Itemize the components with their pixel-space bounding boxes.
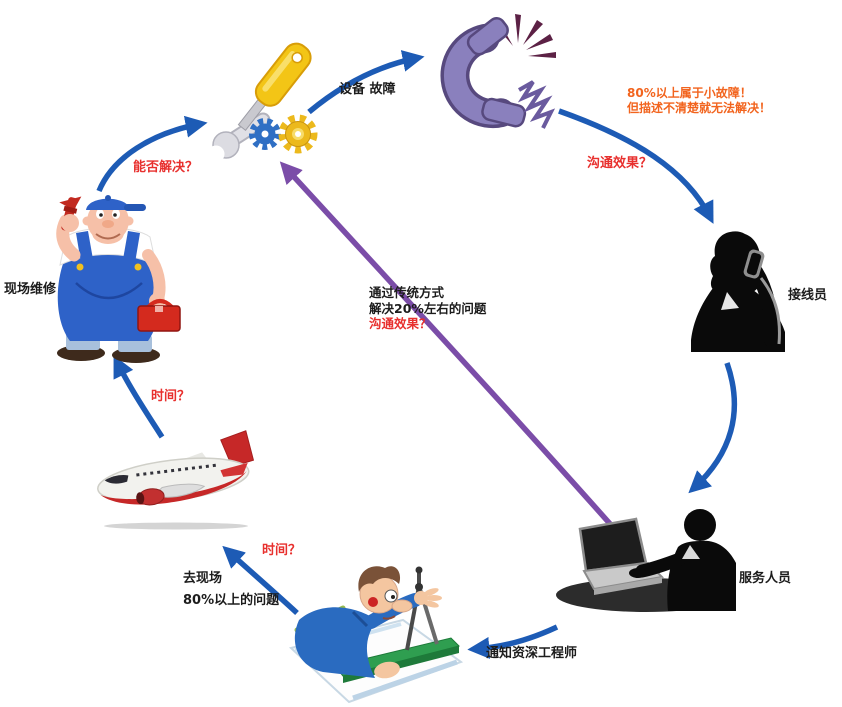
airplane-icon	[97, 430, 255, 530]
label-traditional-block: 通过传统方式 解决20%左右的问题 沟通效果？	[369, 285, 486, 332]
engineer-drafting-icon	[288, 566, 464, 704]
arrow-airplane-to-repairman	[113, 355, 165, 439]
label-minor-fault-line1: 80%以上属于小故障！	[627, 86, 752, 100]
repairman-icon	[56, 195, 181, 363]
label-service-person: 服务人员	[739, 571, 792, 586]
label-field-repair: 现场维修	[4, 282, 57, 297]
label-time-left: 时间？	[151, 389, 191, 404]
label-go-site-line1: 去现场	[183, 571, 223, 586]
label-go-site-line2: 80%以上的问题	[183, 593, 280, 608]
label-go-site: 去现场 80%以上的问题	[183, 568, 279, 612]
label-operator: 接线员	[788, 288, 828, 303]
tools-icon	[207, 42, 318, 163]
arrow-phone-to-operator	[558, 108, 714, 224]
label-can-solve: 能否解决？	[133, 160, 199, 175]
arrow-service-to-engineer	[467, 624, 559, 659]
label-comm-effect-right: 沟通效果？	[587, 156, 653, 171]
arrow-tools-to-phone	[307, 50, 425, 115]
label-traditional-line3: 沟通效果？	[369, 316, 432, 331]
phone-cord-icon	[517, 80, 556, 129]
operator-silhouette-icon	[691, 231, 785, 352]
service-person-silhouette-icon	[556, 509, 736, 612]
label-traditional-line1: 通过传统方式	[369, 285, 445, 300]
label-equipment-fault: 设备 故障	[339, 82, 396, 97]
arrow-service-to-tools-purple	[279, 161, 630, 545]
arrow-engineer-to-airplane	[222, 545, 299, 616]
label-traditional-line2: 解决20%左右的问题	[369, 300, 487, 316]
arrow-repairman-to-tools	[96, 115, 208, 193]
label-minor-fault-line2: 但描述不清楚就无法解决！	[627, 101, 772, 115]
ringing-phone-icon	[440, 14, 556, 129]
label-notify-engineer: 通知资深工程师	[486, 646, 578, 661]
label-minor-fault: 80%以上属于小故障！ 但描述不清楚就无法解决！	[627, 86, 771, 116]
label-time-bottom: 时间？	[262, 543, 302, 558]
arrow-operator-to-service	[688, 362, 738, 494]
